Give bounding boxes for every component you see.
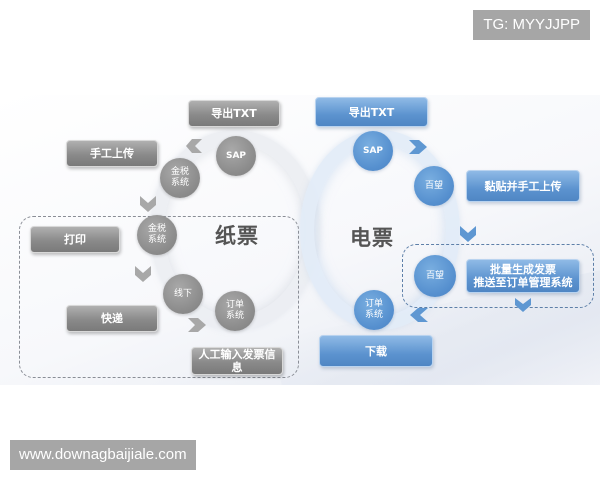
watermark-top-right: TG: MYYJJPP (473, 10, 590, 40)
paper-manual-upload-box: 手工上传 (66, 140, 158, 167)
paper-print-box: 打印 (30, 226, 120, 253)
watermark-bottom-left: www.downagbaijiale.com (10, 440, 196, 470)
e-baiwang-node-2: 百望 (414, 255, 456, 297)
e-baiwang-node-1: 百望 (414, 166, 454, 206)
e-download-box: 下载 (319, 335, 433, 367)
paper-sap-node: SAP (216, 136, 256, 176)
paper-arrow-1 (186, 139, 202, 153)
paper-invoice-title: 纸票 (215, 224, 259, 248)
e-arrow-3 (515, 298, 531, 312)
e-order-system-node: 订单 系统 (354, 290, 394, 330)
e-export-txt-box: 导出TXT (315, 97, 428, 127)
paper-arrow-3 (135, 266, 151, 282)
e-paste-upload-box: 黏贴并手工上传 (466, 170, 580, 202)
e-baiwang-group (402, 244, 594, 308)
paper-order-system-node: 订单 系统 (215, 291, 255, 331)
e-arrow-4 (410, 308, 428, 322)
e-batch-generate-line2: 推送至订单管理系统 (473, 276, 573, 289)
paper-manual-input-box: 人工输入发票信息 (191, 347, 283, 375)
e-batch-generate-line1: 批量生成发票 (490, 263, 556, 276)
e-batch-generate-box: 批量生成发票 推送至订单管理系统 (466, 259, 580, 293)
e-invoice-title: 电票 (350, 226, 394, 250)
paper-tax-system-node-1: 金税 系统 (160, 158, 200, 198)
e-arrow-1 (409, 140, 427, 154)
e-sap-node: SAP (353, 131, 393, 171)
paper-courier-box: 快递 (66, 305, 158, 332)
paper-tax-system-node-2: 金税 系统 (137, 215, 177, 255)
paper-offline-node: 线下 (163, 274, 203, 314)
paper-arrow-2 (140, 196, 156, 212)
paper-arrow-4 (188, 318, 206, 332)
paper-export-txt-box: 导出TXT (188, 100, 280, 127)
e-arrow-2 (460, 226, 476, 242)
